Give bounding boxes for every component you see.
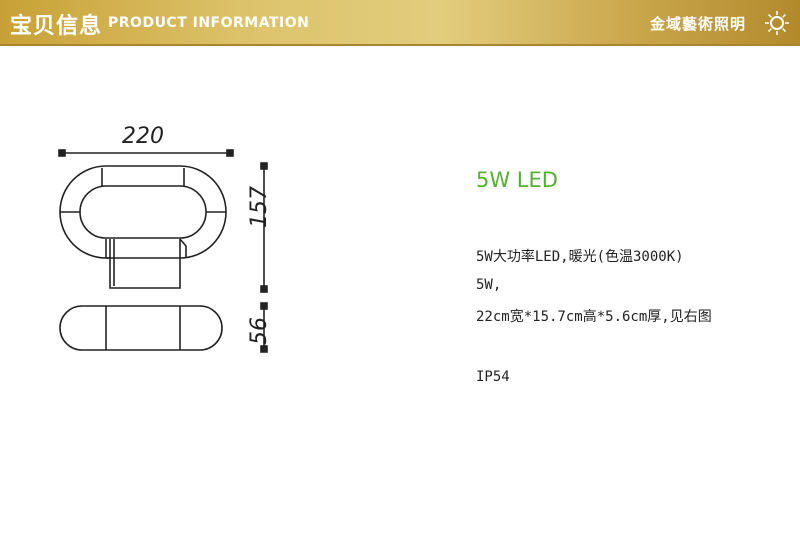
width-dimension-label: 220 bbox=[122, 124, 164, 149]
sunburst-logo-icon bbox=[765, 11, 789, 35]
product-heading: 5W LED bbox=[476, 168, 558, 192]
spec-line-power: 5W, bbox=[476, 277, 502, 293]
section-title-en: PRODUCT INFORMATION bbox=[108, 15, 310, 31]
spec-line-dimensions: 22cm宽*15.7cm高*5.6cm厚,见右图 bbox=[476, 309, 712, 325]
height-dimension-label: 157 bbox=[247, 186, 272, 228]
spec-line-ip-rating: IP54 bbox=[476, 369, 510, 385]
depth-dimension-label: 56 bbox=[247, 317, 272, 345]
header-banner: 宝贝信息 PRODUCT INFORMATION 金域藝術照明 bbox=[0, 0, 800, 46]
lamp-dimension-drawing bbox=[58, 149, 268, 353]
spec-line-light-source: 5W大功率LED,暖光(色温3000K) bbox=[476, 249, 684, 265]
section-title-cn: 宝贝信息 bbox=[10, 14, 103, 39]
brand-name: 金域藝術照明 bbox=[650, 15, 747, 33]
